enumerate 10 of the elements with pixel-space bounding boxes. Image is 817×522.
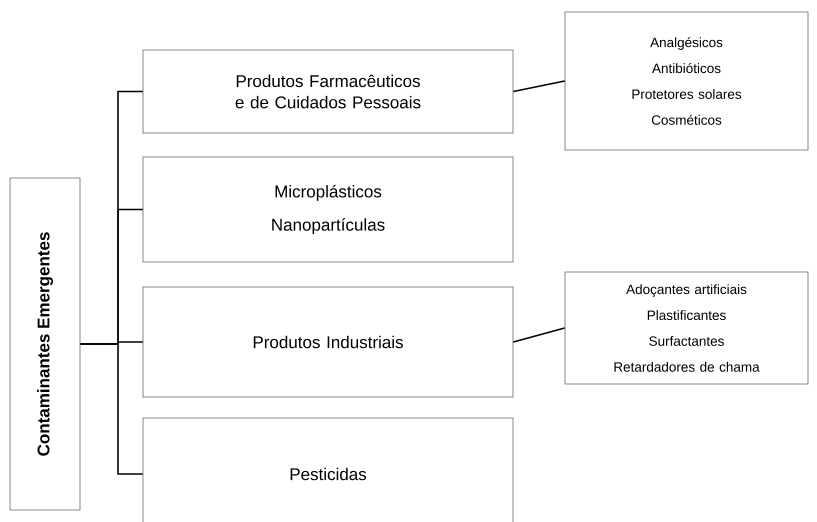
connector-line [513, 327, 565, 343]
examples-box: Adoçantes artificiais Plastificantes Surfactantes Retardadores de chama [564, 272, 808, 384]
examples-box: Analgésicos Antibióticos Protetores solares Cosméticos [564, 12, 808, 150]
category-box: Microplásticos Nanopartículas [142, 156, 514, 262]
root-box: Contaminantes Emergentes [10, 178, 80, 510]
connector-line [513, 80, 565, 92]
category-box: Pesticidas [142, 418, 514, 522]
connector-line [80, 343, 143, 475]
category-box: Produtos Industriais [142, 286, 514, 398]
category-box: Produtos Farmacêuticos e de Cuidados Pessoais [142, 50, 514, 134]
